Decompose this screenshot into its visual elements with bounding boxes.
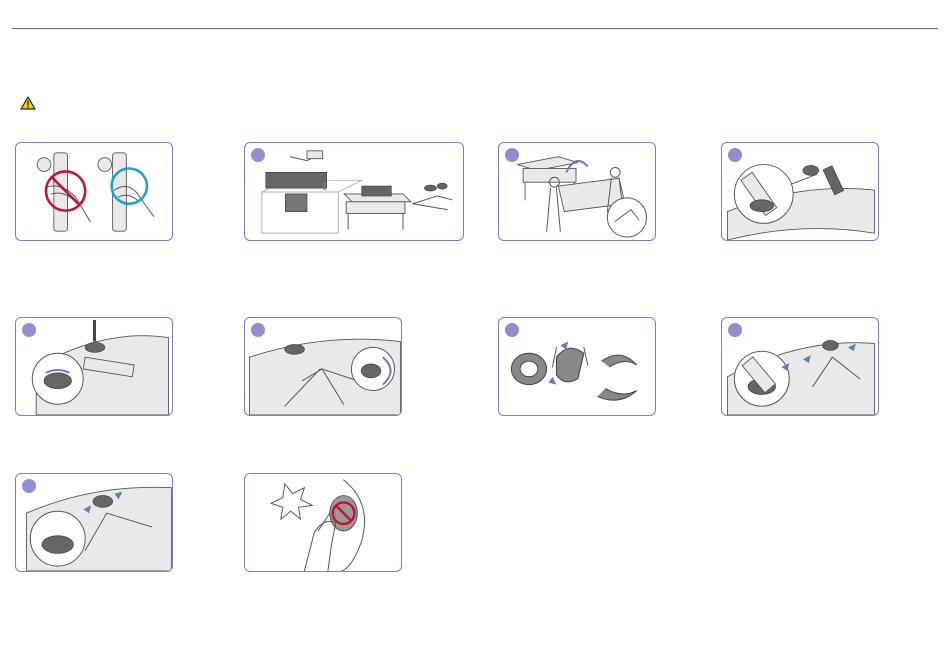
warning-triangle-icon: [20, 96, 36, 110]
unpack-illustration: [245, 143, 463, 240]
caution-pinch-illustration: [245, 474, 401, 571]
illustration-step-lift: [498, 142, 656, 241]
base-illustration: [245, 318, 401, 415]
illustration-caution-pinch: [244, 473, 402, 572]
illustration-step-cover-slide: [15, 473, 173, 572]
illustration-step-attach-neck: [721, 142, 879, 241]
illustration-step-cover-attach: [721, 317, 879, 416]
cover-attach-illustration: [722, 318, 878, 415]
illustration-step-screw: [15, 317, 173, 416]
cover-slide-illustration: [16, 474, 172, 571]
cover-illustration: [499, 318, 655, 415]
illustration-step-base: [244, 317, 402, 416]
attach-neck-illustration: [722, 143, 878, 240]
lift-illustration: [499, 143, 655, 240]
header-rule: [12, 28, 938, 29]
screw-illustration: [16, 318, 172, 415]
illustration-correct-handling: [15, 142, 173, 241]
handling-illustration: [16, 143, 172, 240]
illustration-step-cover: [498, 317, 656, 416]
illustration-step-unpack: [244, 142, 464, 241]
